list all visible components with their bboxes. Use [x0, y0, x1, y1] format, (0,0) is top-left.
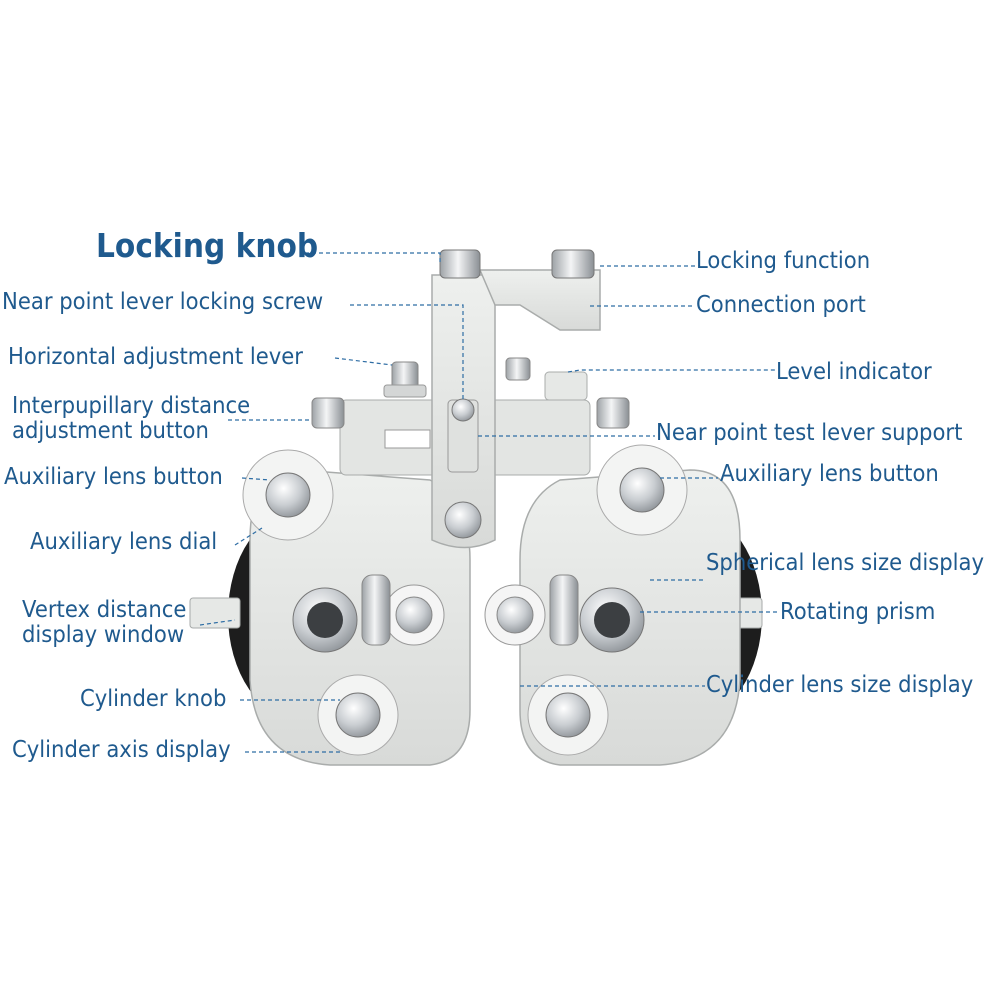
label-horizontal-adjustment-lever: Horizontal adjustment lever	[8, 344, 303, 370]
label-cylinder-lens-size-display: Cylinder lens size display	[706, 672, 974, 698]
locking-knob-left	[439, 249, 481, 279]
right-cylinder-knob	[545, 692, 591, 738]
label-vertex-line-1: Vertex distance	[22, 597, 187, 623]
label-connection-port: Connection port	[696, 292, 866, 318]
ipd-scale-window	[384, 429, 431, 449]
left-cylinder-knob	[335, 692, 381, 738]
label-locking-function: Locking function	[696, 248, 871, 274]
leader-level-indicator	[567, 369, 775, 373]
left-aux-button	[265, 472, 311, 518]
leader-lines	[199, 252, 778, 753]
label-auxiliary-lens-button-left: Auxiliary lens button	[4, 464, 223, 490]
label-rotating-prism: Rotating prism	[780, 599, 936, 625]
label-interpupillary-distance-adjustment-button: Interpupillary distance adjustment butto…	[12, 393, 251, 445]
leader-vertex-window	[199, 619, 236, 626]
leader-aux-button-left	[241, 477, 271, 481]
left-lens-aperture	[307, 602, 343, 638]
label-vertex-distance-display-window: Vertex distance display window	[22, 597, 187, 649]
label-near-point-lever-locking-screw: Near point lever locking screw	[2, 289, 324, 315]
label-auxiliary-lens-button-right: Auxiliary lens button	[720, 461, 939, 487]
right-lens-aperture	[594, 602, 630, 638]
label-cylinder-knob: Cylinder knob	[80, 686, 227, 712]
leader-locking-knob	[305, 252, 441, 262]
center-knob	[444, 501, 482, 539]
label-spherical-lens-size-display: Spherical lens size display	[706, 550, 985, 576]
locking-knob-right	[551, 249, 595, 279]
top-arm	[478, 269, 601, 331]
right-ipd-button	[596, 397, 630, 429]
left-side-tab	[189, 597, 241, 629]
label-vertex-line-2: display window	[22, 622, 185, 649]
label-level-indicator: Level indicator	[776, 359, 932, 385]
label-locking-knob: Locking knob	[96, 226, 319, 265]
label-near-point-test-lever-support: Near point test lever support	[656, 420, 963, 446]
label-ipd-line-1: Interpupillary distance	[12, 393, 251, 419]
label-ipd-line-2: adjustment button	[12, 418, 209, 445]
leader-near-point-screw	[350, 304, 464, 400]
leader-aux-dial	[234, 527, 263, 546]
near-point-screw	[451, 398, 475, 422]
level-indicator-knob	[505, 357, 531, 381]
right-aux-button	[619, 467, 665, 513]
label-auxiliary-lens-dial: Auxiliary lens dial	[30, 529, 218, 555]
label-cylinder-axis-display: Cylinder axis display	[12, 737, 231, 763]
leader-horizontal-lever	[334, 357, 393, 366]
left-ipd-button	[311, 397, 345, 429]
